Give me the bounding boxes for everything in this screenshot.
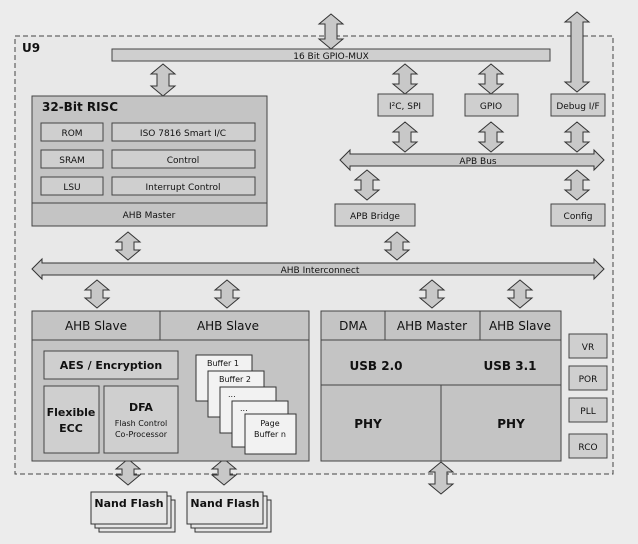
debug-block bbox=[550, 93, 606, 117]
page-buffer bbox=[244, 413, 297, 455]
buffer-4-label: ... bbox=[240, 404, 248, 413]
risc-ahb-master-label: AHB Master bbox=[123, 211, 176, 221]
nand-flash-1: Nand Flash bbox=[90, 491, 176, 533]
control-label: Control bbox=[167, 156, 200, 166]
nand-flash-2: Nand Flash bbox=[186, 491, 272, 533]
arrow-flash-nand2 bbox=[210, 458, 238, 486]
rom-label: ROM bbox=[61, 129, 82, 139]
phy-2-label: PHY bbox=[497, 417, 525, 431]
dfa-label: DFA bbox=[129, 401, 153, 414]
arrow-debug-external bbox=[563, 11, 591, 93]
sram-block bbox=[40, 149, 104, 169]
aes-block bbox=[43, 350, 179, 380]
arrow-gpio-apb bbox=[477, 121, 505, 153]
pll-block bbox=[568, 397, 608, 423]
chip-label: U9 bbox=[22, 41, 40, 55]
lsu-block bbox=[40, 176, 104, 196]
rco-block bbox=[568, 433, 608, 459]
apb-bridge-label: APB Bridge bbox=[350, 212, 400, 222]
dfa-sub-1: Flash Control bbox=[115, 419, 167, 428]
vr-label: VR bbox=[582, 343, 594, 353]
arrow-ahb-usb-slave bbox=[506, 279, 534, 309]
nand-2-label: Nand Flash bbox=[190, 497, 259, 510]
arrow-ahb-usb-master bbox=[418, 279, 446, 309]
nand-2-layer-1 bbox=[186, 491, 264, 525]
aes-label: AES / Encryption bbox=[60, 359, 162, 372]
usb20-label: USB 2.0 bbox=[350, 359, 403, 373]
gpio-mux-label: 16 Bit GPIO-MUX bbox=[293, 52, 369, 62]
ahb-interconnect-label: AHB Interconnect bbox=[281, 266, 360, 276]
arrow-ahb-slave1 bbox=[83, 279, 111, 309]
flash-ahb-slave-1: AHB Slave bbox=[65, 319, 127, 333]
rom-block bbox=[40, 122, 104, 142]
arrow-debug-apb bbox=[563, 121, 591, 153]
config-block bbox=[550, 203, 606, 227]
arrow-gpio-external bbox=[317, 13, 345, 50]
arrow-apb-bridge bbox=[353, 169, 381, 201]
page-buffer-label-2: Buffer n bbox=[254, 430, 286, 439]
ecc-label-2: ECC bbox=[59, 422, 83, 435]
ecc-label-1: Flexible bbox=[47, 406, 96, 419]
page-buffer-label-1: Page bbox=[260, 419, 279, 428]
ecc-block bbox=[43, 385, 100, 454]
arrow-i2c-apb bbox=[391, 121, 419, 153]
lsu-label: LSU bbox=[63, 183, 80, 193]
apb-bus-label: APB Bus bbox=[459, 157, 496, 167]
arrows bbox=[83, 11, 591, 495]
usb31-label: USB 3.1 bbox=[484, 359, 537, 373]
interrupt-block bbox=[111, 176, 256, 196]
buffer-2-label: Buffer 2 bbox=[219, 375, 251, 384]
usb-ahb-master-label: AHB Master bbox=[397, 319, 467, 333]
dfa-sub-2: Co-Processor bbox=[115, 430, 168, 439]
nand-1-label: Nand Flash bbox=[94, 497, 163, 510]
nand-1-layer-1 bbox=[90, 491, 168, 525]
rco-label: RCO bbox=[578, 443, 597, 453]
iso-block bbox=[111, 122, 256, 142]
i2c-spi-label: I²C, SPI bbox=[389, 102, 421, 112]
usb-ahb-slave-label: AHB Slave bbox=[489, 319, 551, 333]
gpio-block bbox=[464, 93, 519, 117]
arrow-usb-external bbox=[427, 461, 455, 495]
buffer-3-label: ... bbox=[228, 390, 236, 399]
interrupt-label: Interrupt Control bbox=[145, 183, 220, 193]
ahb-interconnect bbox=[31, 257, 605, 281]
por-label: POR bbox=[579, 375, 598, 385]
pll-label: PLL bbox=[580, 407, 595, 417]
iso-label: ISO 7816 Smart I/C bbox=[140, 129, 226, 139]
arrow-flash-nand1 bbox=[114, 458, 142, 486]
sram-label: SRAM bbox=[59, 156, 85, 166]
flash-ahb-slave-2: AHB Slave bbox=[197, 319, 259, 333]
gpio-label: GPIO bbox=[480, 102, 502, 112]
config-label: Config bbox=[564, 212, 593, 222]
arrow-risc-ahb bbox=[114, 231, 142, 261]
usb-dma-label: DMA bbox=[339, 319, 368, 333]
control-block bbox=[111, 149, 256, 169]
por-block bbox=[568, 365, 608, 391]
apb-bus bbox=[339, 148, 605, 172]
dfa-block bbox=[103, 385, 179, 454]
risc-title: 32-Bit RISC bbox=[42, 100, 118, 114]
apb-bridge-block bbox=[334, 203, 416, 227]
buffer-stack: Buffer 1 Buffer 2 ... ... Page Buffer n bbox=[195, 354, 297, 455]
buffer-1-label: Buffer 1 bbox=[207, 359, 239, 368]
arrow-ahb-slave2 bbox=[213, 279, 241, 309]
vr-block bbox=[568, 333, 608, 359]
phy-1-label: PHY bbox=[354, 417, 382, 431]
arrow-apb-config bbox=[563, 169, 591, 201]
i2c-spi-block bbox=[377, 93, 434, 117]
debug-label: Debug I/F bbox=[556, 102, 599, 112]
arrow-bridge-ahb bbox=[383, 231, 411, 261]
